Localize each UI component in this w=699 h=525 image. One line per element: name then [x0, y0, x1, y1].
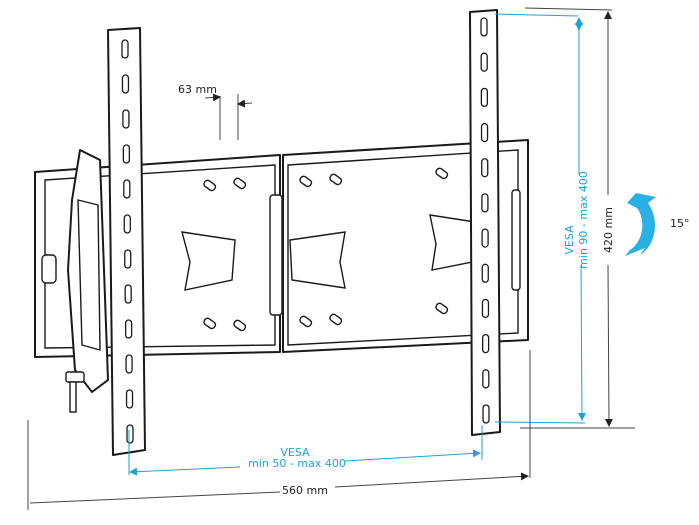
rail-slot	[122, 109, 130, 129]
tilt-arrow-icon	[625, 193, 656, 256]
rail-slot	[124, 249, 132, 269]
tilt-label: 15°	[670, 217, 690, 230]
rail-slot	[480, 122, 489, 143]
rail-slot	[481, 158, 489, 178]
width-dimension	[27, 350, 531, 510]
rail-slot	[481, 193, 489, 213]
rail-slot	[122, 144, 131, 164]
rail-slot	[121, 74, 130, 94]
height-label: 420 mm	[602, 207, 615, 253]
rail-slot	[481, 333, 490, 354]
rail-slot	[124, 284, 132, 304]
rail-slot	[482, 369, 490, 389]
horizontal-vesa-dimension	[128, 425, 483, 476]
rail-slot	[480, 17, 488, 37]
rail-slot	[481, 298, 490, 319]
rail-slot	[123, 214, 131, 234]
height-dimension	[520, 7, 635, 429]
rail-slot	[124, 319, 133, 339]
rail-slot	[481, 263, 489, 283]
rail-slot	[125, 389, 134, 409]
vertical-vesa-dimension	[494, 13, 586, 424]
vertical-vesa-title: VESA	[563, 225, 576, 255]
right-vertical-rail	[469, 9, 501, 436]
vertical-vesa-range: min 90 - max 400	[577, 171, 590, 269]
rail-slot	[480, 87, 489, 108]
rail-spacing-label: 63 mm	[178, 83, 217, 96]
horizontal-vesa-title: VESA	[280, 446, 310, 459]
rail-slot	[125, 354, 133, 374]
rail-slot	[482, 404, 490, 424]
rail-spacing-dimension	[204, 93, 253, 140]
rail-slot	[480, 52, 488, 72]
rail-slot	[126, 424, 134, 444]
horizontal-vesa-range: min 50 - max 400	[248, 457, 346, 470]
left-vertical-rail	[107, 27, 146, 456]
tilt-bracket	[65, 149, 109, 413]
rail-slot	[481, 228, 489, 248]
rail-slot	[121, 39, 129, 59]
rail-slot	[123, 179, 131, 199]
width-label: 560 mm	[282, 484, 328, 497]
